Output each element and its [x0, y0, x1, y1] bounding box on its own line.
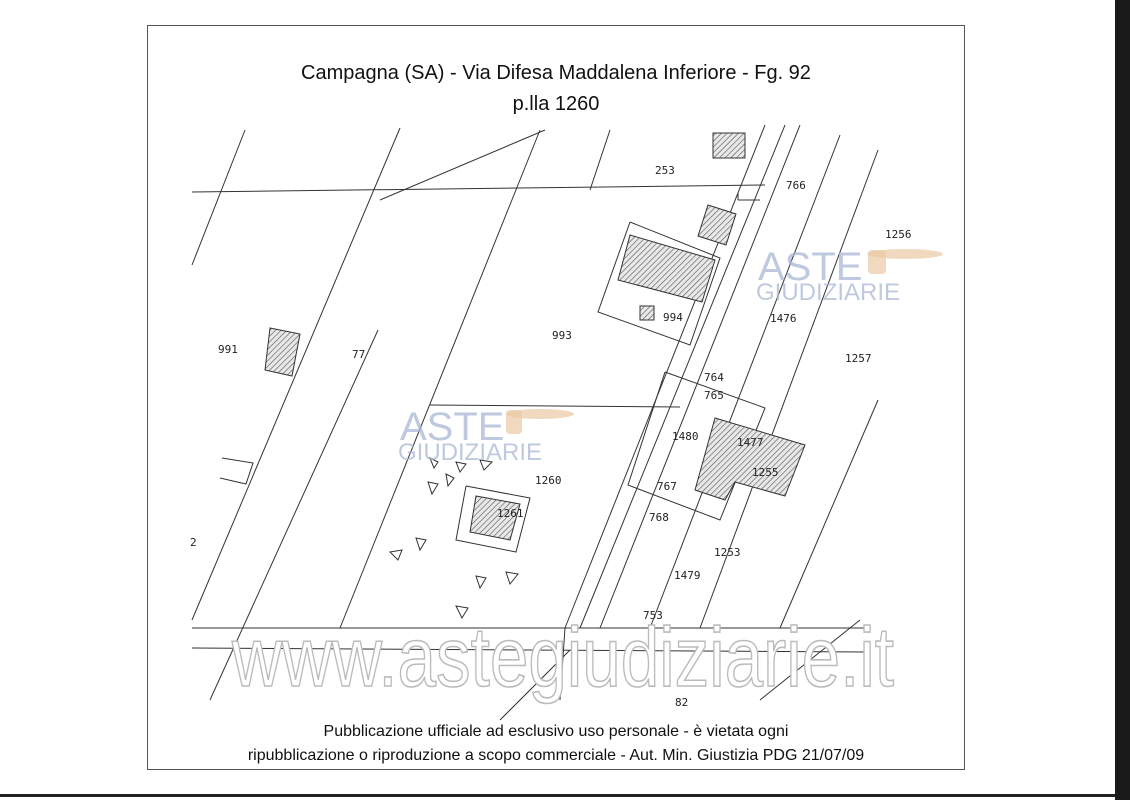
disclaimer-line-1: Pubblicazione ufficiale ad esclusivo uso…	[323, 723, 789, 740]
svg-text:GIUDIZIARIE: GIUDIZIARIE	[756, 279, 900, 306]
parcel-766: 766	[786, 179, 806, 192]
parcel-1255: 1255	[752, 466, 779, 479]
aste-watermark-logo-center: ASTE GIUDIZIARIE	[398, 405, 574, 466]
parcel-1261: 1261	[497, 507, 524, 520]
parcel-765: 765	[704, 389, 724, 402]
parcel-1257: 1257	[845, 352, 872, 365]
parcel-1479: 1479	[674, 569, 701, 582]
parcel-767: 767	[657, 480, 677, 493]
scan-edge	[1115, 0, 1130, 800]
map-frame	[147, 25, 965, 770]
parcel-77: 77	[352, 348, 365, 361]
parcel-253: 253	[655, 164, 675, 177]
disclaimer-line-2: ripubblicazione o riproduzione a scopo c…	[247, 747, 865, 764]
parcel-764: 764	[704, 371, 724, 384]
parcel-boundaries	[191, 124, 879, 721]
parcel-1253: 1253	[714, 546, 741, 559]
parcel-993: 993	[552, 329, 572, 342]
buildings	[264, 132, 806, 541]
svg-text:ASTE: ASTE	[400, 405, 504, 449]
tree-symbols	[388, 456, 519, 620]
parcel-1256: 1256	[885, 228, 912, 241]
url-watermark: www.astegiudiziarie.it	[231, 610, 894, 704]
parcel-753: 753	[643, 609, 663, 622]
aste-watermark-logo-top: ASTE GIUDIZIARIE	[756, 245, 943, 306]
parcel-2: 2	[190, 536, 197, 549]
svg-text:ASTE: ASTE	[758, 245, 862, 289]
parcel-991: 991	[218, 343, 238, 356]
parcel-1476: 1476	[770, 312, 797, 325]
map-title: Campagna (SA) - Via Difesa Maddalena Inf…	[301, 62, 811, 84]
svg-text:GIUDIZIARIE: GIUDIZIARIE	[398, 439, 542, 466]
parcel-82: 82	[675, 696, 688, 709]
parcel-1260: 1260	[535, 474, 562, 487]
scan-bottom-edge	[0, 794, 1115, 797]
parcel-1480: 1480	[672, 430, 699, 443]
parcel-994: 994	[663, 311, 683, 324]
map-subtitle: p.lla 1260	[512, 93, 600, 115]
parcel-1477: 1477	[737, 436, 764, 449]
parcel-labels: 253 766 1476 1256 994 993 991 77 1257 76…	[190, 164, 912, 709]
parcel-768: 768	[649, 511, 669, 524]
